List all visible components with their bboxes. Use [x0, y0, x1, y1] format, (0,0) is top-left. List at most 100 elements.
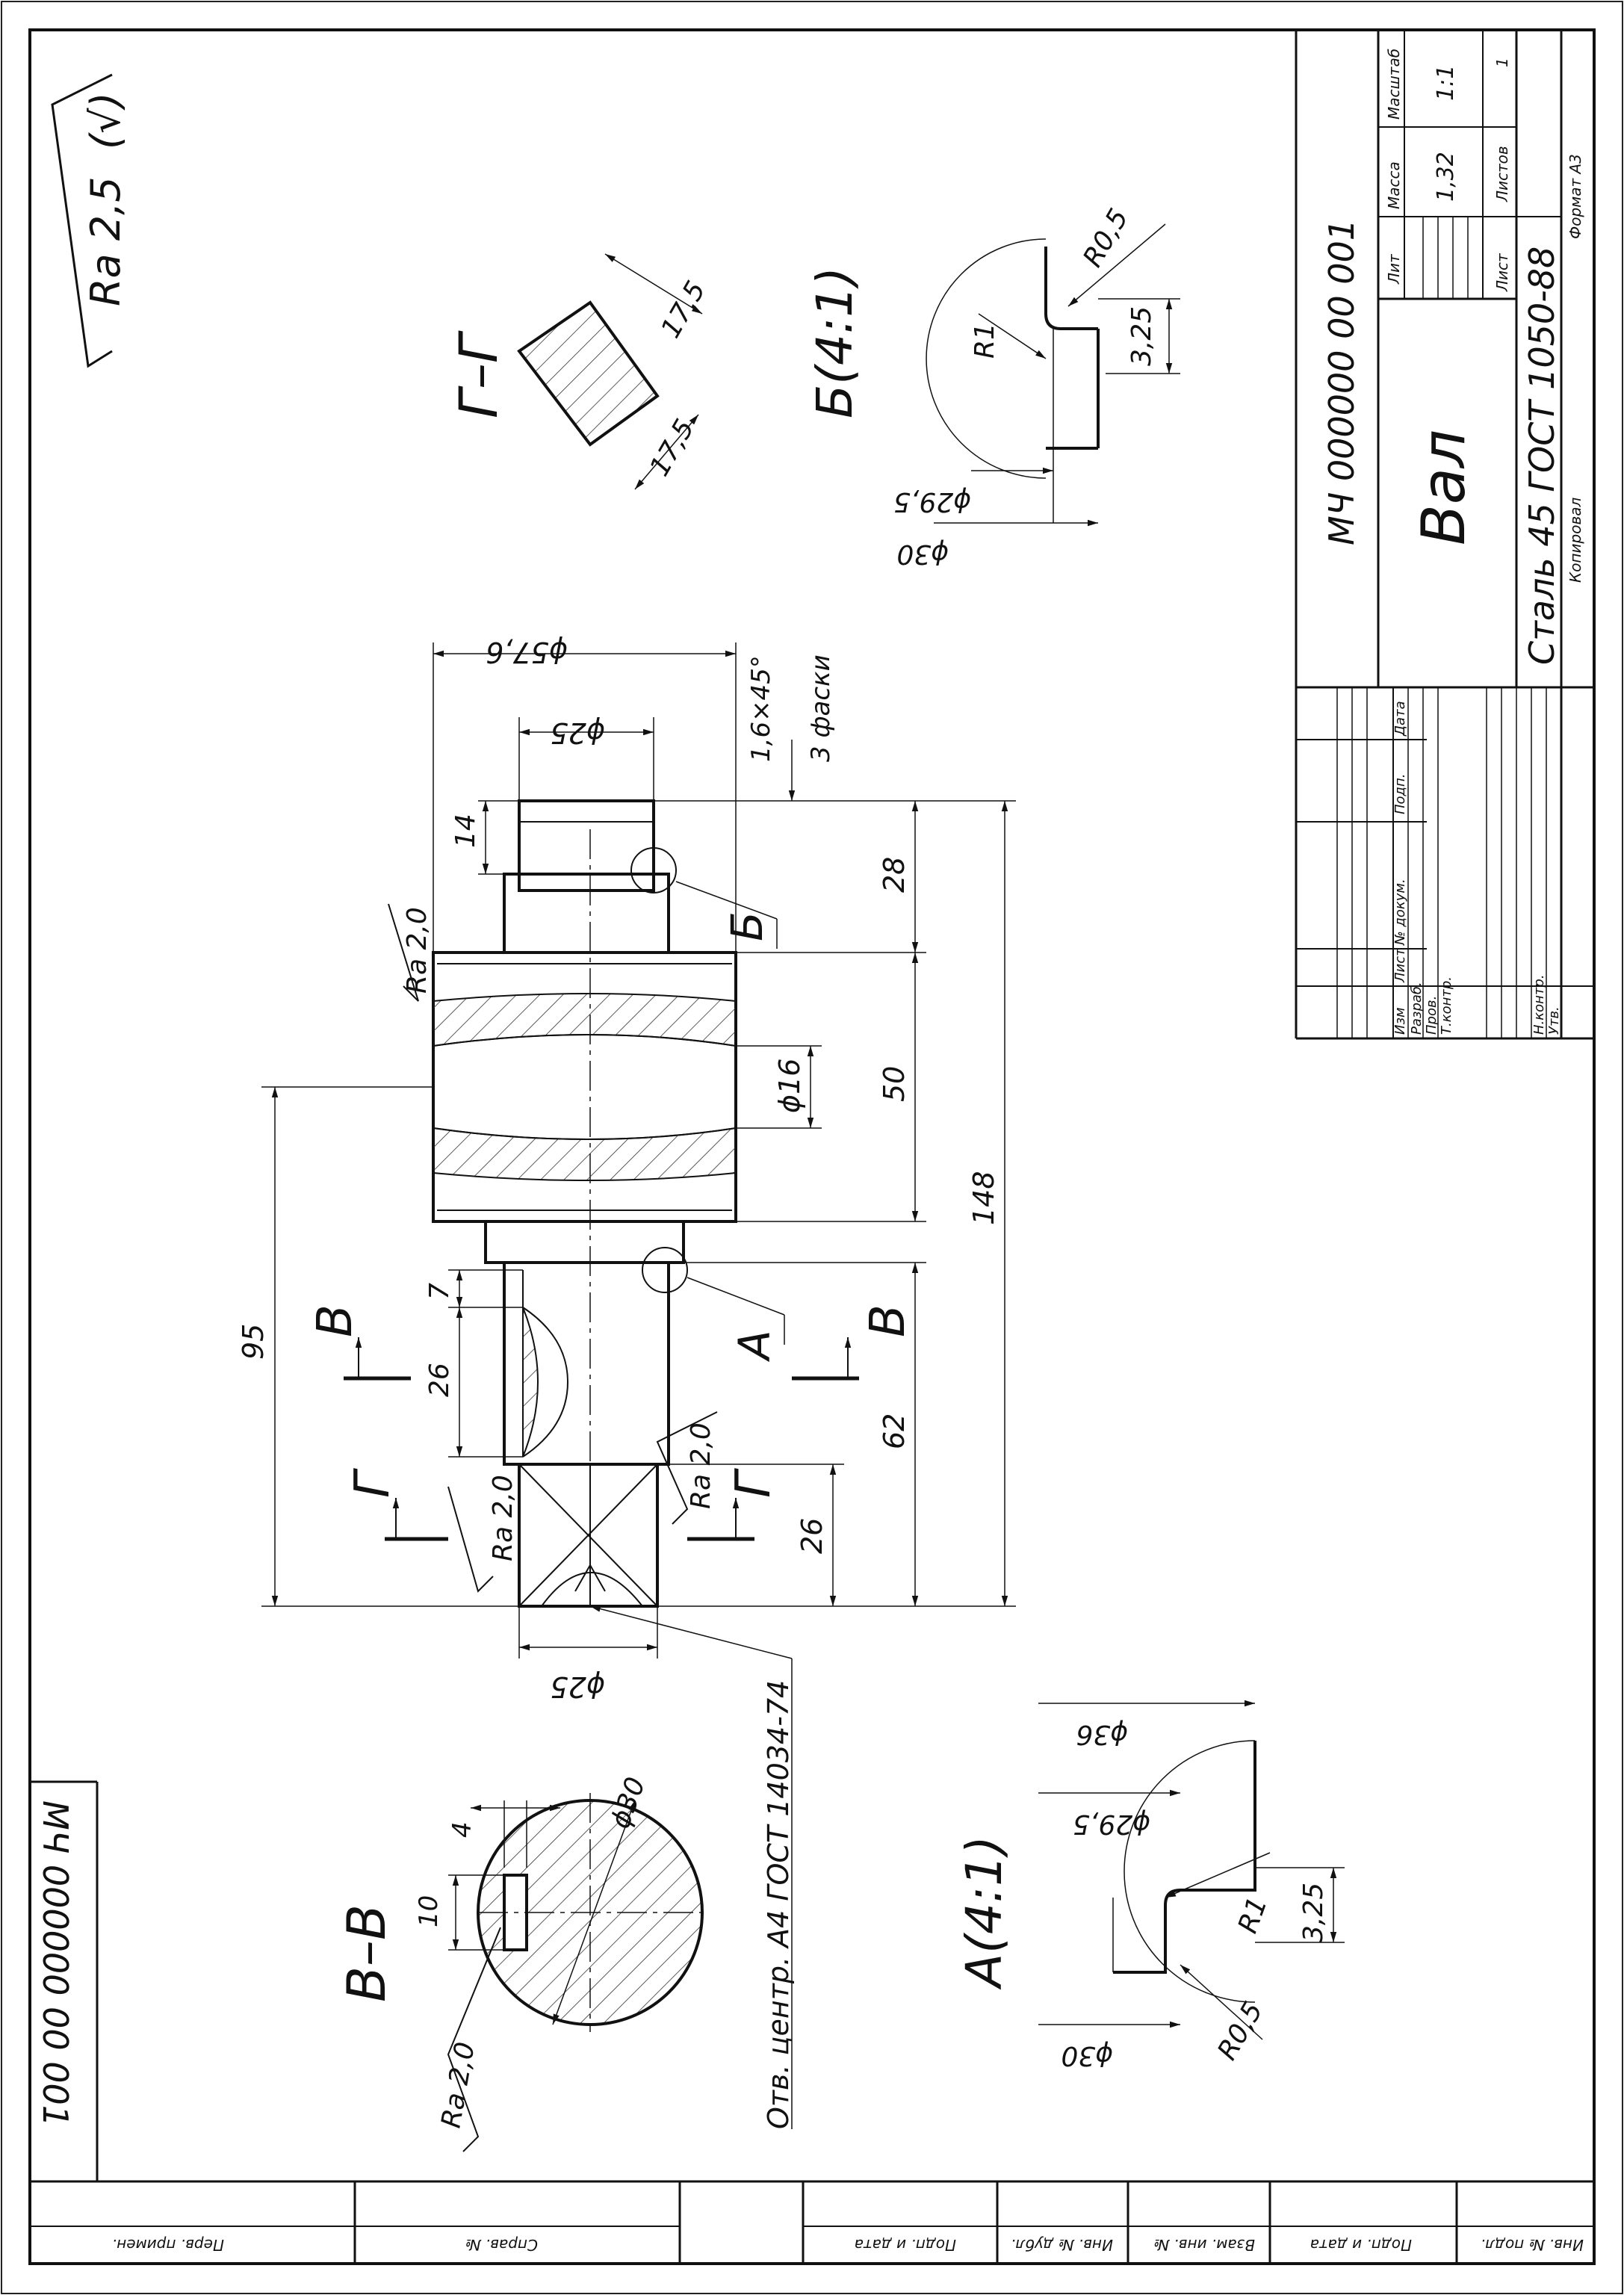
section-gg-dim-2: 17,5: [644, 415, 701, 482]
dim-95: 95: [237, 1324, 270, 1360]
roughness-collar: Ra 2,0: [402, 907, 433, 994]
marker-b: Б: [722, 911, 772, 941]
podp-label: Подп.: [1392, 774, 1408, 814]
dim-d16: ϕ16: [773, 1059, 806, 1113]
data-label: Дата: [1392, 701, 1408, 737]
section-vv: [447, 1793, 710, 2152]
title-block-text: МЧ 000000 00 001 Вал Сталь 45 ГОСТ 1050-…: [1321, 49, 1584, 1035]
lit-label: Лит: [1385, 253, 1403, 285]
section-vv-dim-4: 4: [447, 1821, 477, 1838]
podp-data-2: Подп. и дата: [1310, 2236, 1412, 2254]
scale-label: Масштаб: [1385, 49, 1403, 120]
part-name: Вал: [1409, 430, 1478, 545]
shaft-main-view: [432, 799, 737, 1608]
detail-b-r05: R0,5: [1077, 204, 1135, 273]
izm-label: Изм: [1392, 1007, 1408, 1035]
detail-b-d295: ϕ29,5: [893, 486, 971, 517]
dim-d57-6: ϕ57,6: [486, 636, 568, 669]
copied-label: Копировал: [1566, 498, 1584, 583]
detail-a-d30: ϕ30: [1061, 2040, 1113, 2071]
dimension-lines: [261, 642, 1016, 2129]
roughness-square: Ra 2,0: [488, 1475, 518, 1561]
dim-28: 28: [878, 857, 911, 893]
collar-section-hatch-1: [433, 993, 737, 1047]
detail-a-r05: R0,5: [1212, 1997, 1269, 2066]
sheets-value: 1: [1493, 58, 1511, 67]
detail-b-title: Б(4:1): [806, 267, 864, 418]
dim-chamfer-note: 3 фаски: [806, 654, 836, 762]
dim-26-key: 26: [424, 1363, 455, 1397]
doc-number: МЧ 000000 00 001: [1321, 219, 1362, 545]
mass-value: 1,32: [1433, 152, 1459, 202]
section-gg-dim-1: 17,5: [655, 276, 712, 344]
detail-a-d295: ϕ29,5: [1073, 1809, 1150, 1839]
mass-label: Масса: [1385, 161, 1403, 209]
side-fields: [30, 1780, 1594, 2264]
dim-26-right: 26: [796, 1518, 828, 1554]
inv-dubl: Инв. № дубл.: [1011, 2236, 1113, 2254]
nkontr-label: Н.контр.: [1531, 974, 1547, 1035]
section-gg-title: Г–Г: [448, 330, 509, 418]
marker-a: А: [729, 1330, 780, 1363]
roughness-general-sign: (√): [82, 92, 129, 149]
detail-b-d30: ϕ30: [896, 539, 949, 569]
format-label: Формат А3: [1566, 154, 1584, 239]
list-label: Лист: [1392, 948, 1408, 983]
sprav-n: Справ. №: [465, 2236, 538, 2254]
scale-value: 1:1: [1433, 65, 1459, 101]
marker-v-right: В: [861, 1304, 916, 1337]
keyway-hatch: [522, 1307, 539, 1458]
general-roughness: Ra 2,5 (√): [51, 73, 129, 368]
section-vv-roughness: Ra 2,0: [436, 2040, 480, 2130]
detail-a-title: А(4:1): [955, 1836, 1013, 1990]
detail-a-circle: [642, 1247, 688, 1293]
corner-doc-number: МЧ 000000 00 001: [35, 1800, 75, 2127]
collar-section-hatch-2: [433, 1127, 737, 1181]
section-gg: [517, 253, 703, 490]
inv-podl: Инв. № подл.: [1481, 2236, 1584, 2254]
detail-b-r1: R1: [970, 323, 1000, 359]
main-view-text: ϕ57,6 ϕ25 1,6×45° 3 фаски ϕ16 14 28 50 1…: [237, 636, 1000, 2129]
dim-d25-bottom: ϕ25: [551, 1670, 605, 1703]
cutting-planes: [344, 1337, 859, 1541]
side-fields-text: Перв. примен. Справ. № Подп. и дата Инв.…: [35, 1800, 1584, 2254]
center-hole-note: Отв. центр. А4 ГОСТ 14034-74: [762, 1680, 795, 2129]
razrab-label: Разраб.: [1409, 982, 1425, 1035]
dim-chamfer: 1,6×45°: [746, 655, 776, 762]
sheet-label: Лист: [1493, 253, 1511, 292]
podp-data-1: Подп. и дата: [855, 2236, 956, 2254]
vzam-inv: Взам. инв. №: [1153, 2236, 1255, 2254]
roughness-journal: Ra 2,0: [686, 1422, 716, 1509]
detail-b-325: 3,25: [1126, 306, 1157, 366]
tkontr-label: Т.контр.: [1439, 976, 1454, 1035]
title-block: [1295, 30, 1594, 1040]
detail-a-325: 3,25: [1298, 1883, 1329, 1942]
local-roughness: [388, 903, 718, 1593]
roughness-label: Ra 2,5: [82, 176, 129, 306]
detail-a-r1: R1: [1233, 1893, 1274, 1937]
section-vv-dim-10: 10: [414, 1895, 444, 1927]
material-spec: Сталь 45 ГОСТ 1050-88: [1522, 247, 1562, 665]
detail-b: [926, 223, 1180, 527]
dim-14: 14: [450, 814, 481, 848]
marker-v-left: В: [308, 1304, 363, 1337]
dim-62: 62: [878, 1413, 911, 1449]
utv-label: Утв.: [1546, 1006, 1562, 1035]
detail-a: [1038, 1700, 1345, 2040]
marker-g-left: Г: [345, 1468, 400, 1498]
dim-7: 7: [424, 1283, 455, 1300]
dim-d25-top: ϕ25: [551, 716, 605, 749]
dim-148: 148: [967, 1171, 1000, 1225]
inner-frame: [28, 28, 1596, 2265]
marker-g-right: Г: [726, 1468, 781, 1498]
detail-a-d36: ϕ36: [1076, 1719, 1128, 1750]
section-vv-title: В–В: [336, 1904, 397, 2002]
detail-b-circle: [630, 847, 677, 893]
perv-primen: Перв. примен.: [112, 2236, 224, 2254]
ndokum-label: № докум.: [1392, 879, 1408, 946]
sheets-label: Листов: [1493, 146, 1511, 202]
dim-50: 50: [878, 1066, 911, 1102]
prov-label: Пров.: [1424, 996, 1439, 1035]
